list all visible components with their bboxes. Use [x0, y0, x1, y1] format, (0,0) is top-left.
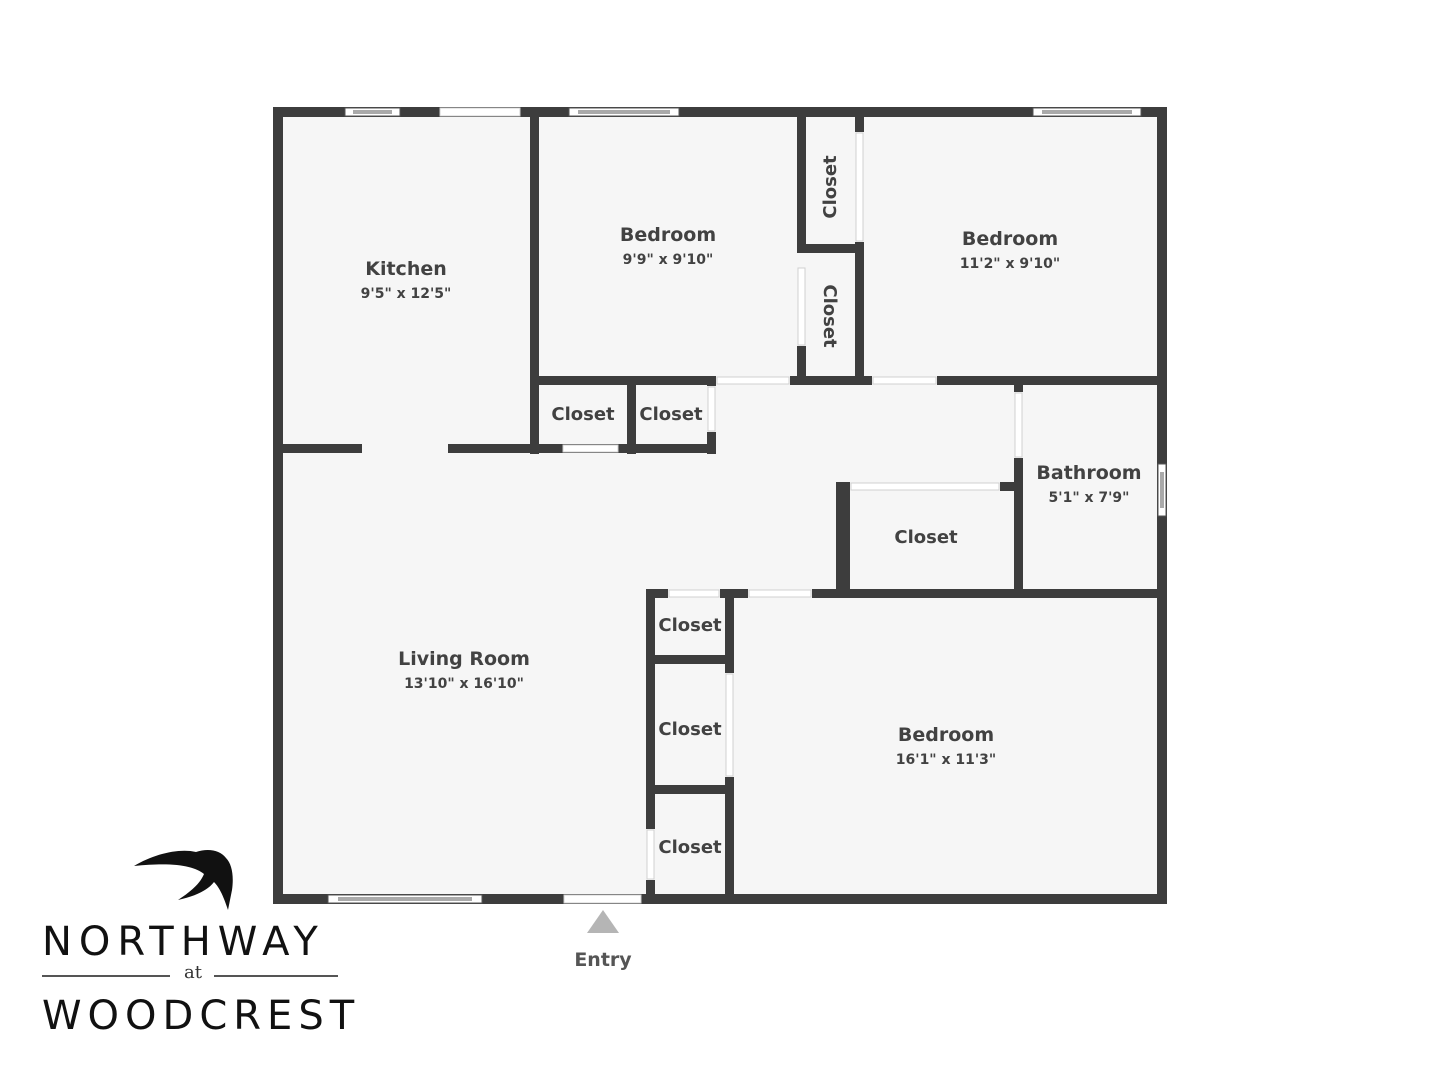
closet-label-hall-left: Closet	[551, 404, 615, 425]
bedroom-1-dimensions: 9'9" x 9'10"	[623, 252, 714, 268]
living-room-dimensions: 13'10" x 16'10"	[404, 676, 524, 692]
closet-label-column-middle: Closet	[658, 719, 722, 740]
windows	[327, 107, 1167, 904]
window-bedroom1	[568, 107, 680, 117]
closet-label-vertical-top: Closet	[820, 155, 841, 219]
bathroom-dimensions: 5'1" x 7'9"	[1049, 490, 1130, 506]
bathroom-label: Bathroom	[1036, 462, 1141, 484]
bedroom-2-dimensions: 11'2" x 9'10"	[960, 256, 1060, 272]
logo-rule-left	[42, 975, 170, 977]
closet-label-hall-right: Closet	[639, 404, 703, 425]
logo-woodcrest-text: WOODCREST	[42, 993, 361, 1039]
entry-arrow-icon	[587, 910, 619, 933]
logo-at-row: at	[42, 962, 338, 986]
bedroom-1-label: Bedroom	[620, 224, 716, 246]
window-bathroom	[1157, 463, 1167, 517]
swallow-bird-icon	[134, 850, 233, 910]
bedroom-3-dimensions: 16'1" x 11'3"	[896, 752, 996, 768]
window-kitchen	[344, 107, 401, 117]
closet-label-column-top: Closet	[658, 615, 722, 636]
window-living-room	[327, 894, 483, 904]
closet-label-vertical-bottom: Closet	[819, 284, 840, 348]
kitchen-dimensions: 9'5" x 12'5"	[361, 286, 452, 302]
kitchen-label: Kitchen	[365, 258, 447, 280]
door-openings	[439, 107, 1023, 904]
logo-at-text: at	[184, 962, 202, 983]
logo-rule-right	[214, 975, 338, 977]
logo-northway-text: NORTHWAY	[42, 919, 325, 965]
closet-label-column-bottom: Closet	[658, 837, 722, 858]
window-bedroom2	[1032, 107, 1142, 117]
northway-woodcrest-logo: NORTHWAY at WOODCREST	[38, 846, 354, 1046]
bedroom-2-label: Bedroom	[962, 228, 1058, 250]
closet-label-hall: Closet	[894, 527, 958, 548]
living-room-label: Living Room	[398, 648, 530, 670]
entry-label: Entry	[574, 949, 632, 971]
bedroom-3-label: Bedroom	[898, 724, 994, 746]
